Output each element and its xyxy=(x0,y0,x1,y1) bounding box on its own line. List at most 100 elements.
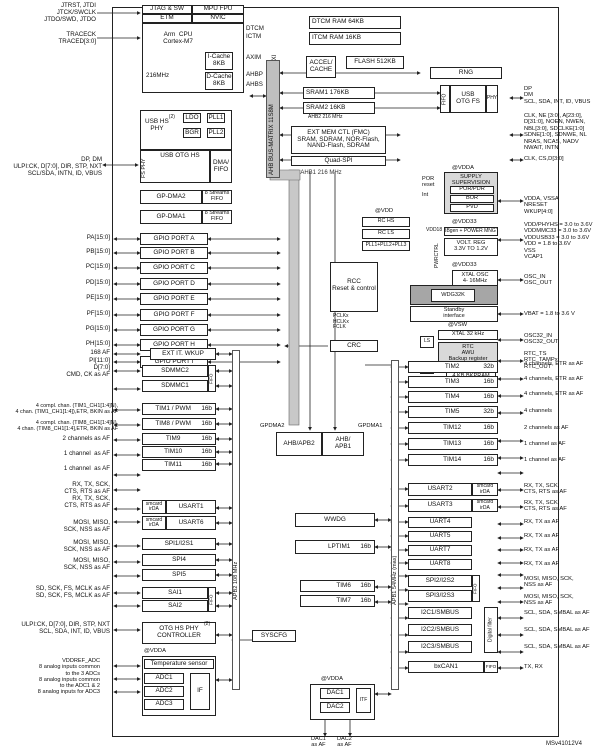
vdda-label-1: @VDDA xyxy=(452,165,474,171)
spi1-i2s1: SPI1/I2S1 xyxy=(142,538,216,550)
otg-sup: (2) xyxy=(204,621,211,627)
i2c2-smbus: I2C2/SMBUS xyxy=(408,624,472,636)
ahb2-freq: AHB2 216 MHz xyxy=(308,114,343,120)
osc-signals: OSC_IN OSC_OUT xyxy=(524,274,553,287)
dma2-streams: 8 Streams FIFO xyxy=(202,190,232,204)
tim2-signals: 4 channels, ETR as AF xyxy=(524,361,584,367)
tim14-signals: 1 channel as AF xyxy=(524,457,566,463)
apb1-bus-label: APB1 54MHz (max) xyxy=(392,555,398,605)
sdmmc-fifo: FIFO xyxy=(208,365,216,392)
gp-dma2: GP-DMA2 xyxy=(140,190,202,204)
sai-fifo: FIFO xyxy=(208,587,216,612)
usart2-signals: RX, TX, SCK, CTS, RTS as AF xyxy=(524,483,567,496)
usbfs-signals: DP, DM ULPI:CK, D[7:0], DIR, STP, NXT SC… xyxy=(13,156,102,177)
gpio-port-e: GPIO PORT E xyxy=(140,293,208,305)
por-reset: POR reset xyxy=(422,176,435,189)
itcm-ram: ITCM RAM 16KB xyxy=(309,32,401,45)
usbhs-phy-label: USB HS PHY xyxy=(145,118,169,132)
osc32-signals: OSC32_IN OSC32_OUT xyxy=(524,333,559,346)
usart6: USART6 xyxy=(166,516,216,530)
sdmmc1: SDMMC1 xyxy=(142,380,208,392)
tim5-bits: 32b xyxy=(483,407,494,415)
ahbs-port: AHBS xyxy=(246,81,263,88)
gpio-port-g: GPIO PORT G xyxy=(140,324,208,336)
sai1: SAI1 xyxy=(142,587,208,599)
dac2: DAC2 xyxy=(320,702,350,713)
gpio-port-a: GPIO PORT A xyxy=(140,233,208,245)
wwdg: WWDG xyxy=(295,513,375,527)
spi2-signals: MOSI, MISO, SCK, NSS as AF xyxy=(524,576,574,589)
apb1-bus xyxy=(391,360,399,690)
gpio-port-b: GPIO PORT B xyxy=(140,247,208,259)
plls-block: PLL1+PLL2+PLL3 xyxy=(362,241,410,251)
pwr-ctrl: PWRCTRL xyxy=(434,243,440,268)
pg-label: PG[15:0] xyxy=(85,325,110,332)
usart2: USART2 xyxy=(408,483,472,496)
pll2-block: PLL2 xyxy=(207,128,225,138)
dtcm-ram: DTCM RAM 64KB xyxy=(309,16,401,29)
tim10-label: TIM10 xyxy=(164,447,183,455)
tim12-signals: 2 channels as AF xyxy=(524,425,569,431)
uart4-signals: RX, TX as AF xyxy=(524,519,560,525)
gpdma2-label: GPDMA2 xyxy=(260,423,285,429)
temperature-sensor: Temperature sensor xyxy=(144,659,214,669)
jtag-sw-block: JTAG & SW xyxy=(142,5,192,14)
usart3: USART3 xyxy=(408,499,472,512)
crc-block: CRC xyxy=(330,340,378,352)
tim10-bits: 16b xyxy=(201,447,212,455)
tim10: TIM10 16b xyxy=(142,446,216,458)
chip-outline xyxy=(112,7,559,737)
uart8-signals: RX, TX as AF xyxy=(524,561,560,567)
vdd-label: @VDD xyxy=(375,208,394,214)
icache: I-Cache 8KB xyxy=(205,52,233,70)
ahbp-port: AHBP xyxy=(246,71,263,78)
ahb1-freq: AHB1 216 MHz xyxy=(300,170,342,177)
pi-label: PI[11:0] xyxy=(89,357,110,364)
tim8-bits: 16b xyxy=(201,419,212,427)
usart-signals: RX, TX, SCK, CTS, RTS as AF RX, TX, SCK,… xyxy=(64,481,110,509)
usbfs-signals-right: DP DM SCL, SDA, INT, ID, VBUS xyxy=(524,86,591,105)
usbfs-fifo: FIFO xyxy=(440,85,450,113)
jtag-signals: JTRST, JTDI JTCK/SWCLK JTDO/SWD, JTDO xyxy=(44,2,96,23)
tim6-label: TIM6 xyxy=(336,581,351,589)
tim5-signals: 4 channels xyxy=(524,408,553,414)
tim3-label: TIM3 xyxy=(444,377,460,385)
int-label: Int xyxy=(422,192,429,198)
axim-port: AXIM xyxy=(246,54,262,61)
tim12-label: TIM12 xyxy=(443,423,462,431)
tim7-bits: 16b xyxy=(360,596,371,604)
apb2-bus xyxy=(232,350,240,690)
vbat-signal: VBAT = 1.8 to 3.6 V xyxy=(524,311,575,317)
vsw-label: @VSW xyxy=(448,322,468,328)
ahb-bus-matrix-label: AHB BUS-MATRIX 11S8M xyxy=(269,104,275,175)
tim9-signals: 2 channels as AF xyxy=(62,435,110,442)
adc3: ADC3 xyxy=(144,699,184,710)
usart3-smcard: smcard irDA xyxy=(472,499,498,512)
syscfg: SYSCFG xyxy=(252,630,296,642)
i2c3-smbus: I2C3/SMBUS xyxy=(408,641,472,653)
dac-itf: ITF xyxy=(356,688,371,713)
fmc-controller: EXT MEM CTL (FMC) SRAM, SDRAM, NOR-Flash… xyxy=(291,126,386,154)
tim13-signals: 1 channel as AF xyxy=(524,441,566,447)
gpio-port-d: GPIO PORT D xyxy=(140,278,208,290)
i2c2-signals: SCL, SDA, SMBAL as AF xyxy=(524,627,590,633)
spi3-i2s3: SPI3/I2S3 xyxy=(408,590,472,602)
tim4-bits: 16b xyxy=(483,392,494,400)
qspi-signals: CLK, CS,D[3:0] xyxy=(524,156,564,162)
wdg-region: WDG32K xyxy=(410,285,498,305)
accel-cache: ACCEL/ CACHE xyxy=(306,56,336,78)
pc-label: PC[15:0] xyxy=(85,263,110,270)
usart2-smcard: smcard irDA xyxy=(472,483,498,496)
pb-label: PB[15:0] xyxy=(86,248,110,255)
bxcan1: bxCAN1 xyxy=(408,661,484,673)
pll1-block: PLL1 xyxy=(207,113,225,123)
voltage-regulator: VOLT. REG 3.3V TO 1.2V xyxy=(444,238,498,256)
lptim1-bits: 16b xyxy=(360,542,371,550)
